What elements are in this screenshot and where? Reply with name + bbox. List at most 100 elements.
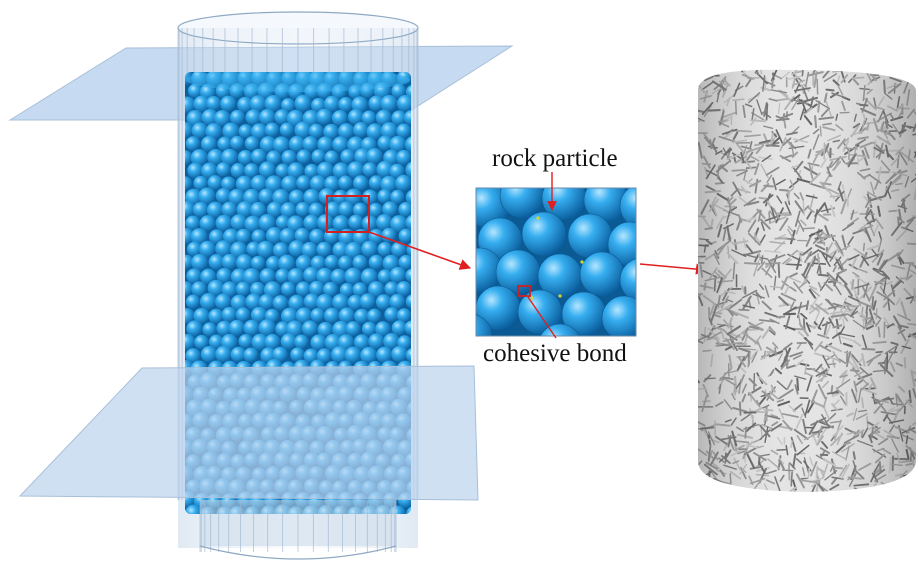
- particle: [244, 163, 260, 179]
- particle: [376, 214, 393, 231]
- particle: [287, 162, 305, 180]
- particle: [194, 334, 209, 350]
- particle: [391, 83, 407, 99]
- bond-point: [530, 296, 534, 300]
- particle: [264, 122, 280, 138]
- particle: [323, 123, 340, 140]
- particle: [215, 187, 232, 204]
- particle: [250, 306, 268, 324]
- zoom-particle: [476, 247, 503, 293]
- particle: [229, 109, 246, 125]
- zoom-particle: [567, 213, 613, 259]
- particle: [308, 123, 324, 139]
- particle: [391, 345, 408, 363]
- particle: [199, 292, 218, 311]
- particle: [368, 202, 383, 218]
- particle: [396, 149, 411, 166]
- particle: [266, 201, 284, 218]
- particle: [185, 122, 194, 139]
- particle: [220, 95, 237, 113]
- particle: [294, 334, 309, 350]
- particle: [288, 294, 305, 312]
- particle: [201, 109, 219, 126]
- particle: [390, 215, 408, 233]
- particle: [330, 345, 349, 364]
- particle: [389, 293, 406, 310]
- particle: [202, 322, 217, 337]
- particle: [316, 161, 334, 179]
- particle: [348, 214, 364, 230]
- particle: [405, 268, 411, 283]
- particle: [238, 334, 254, 349]
- particle: [310, 255, 327, 271]
- particle: [215, 345, 233, 363]
- particle: [208, 229, 225, 245]
- particle: [243, 319, 261, 337]
- particle: [322, 281, 339, 297]
- zoom-particle: [521, 211, 567, 257]
- particle: [377, 188, 393, 204]
- particle: [280, 281, 296, 297]
- particle: [389, 135, 407, 154]
- particle: [235, 228, 252, 244]
- particle: [332, 241, 350, 259]
- particle: [222, 122, 240, 140]
- particle: [338, 201, 354, 218]
- particle: [185, 228, 195, 245]
- particle: [250, 123, 268, 140]
- particle: [207, 175, 223, 191]
- particle: [391, 320, 408, 336]
- particle: [215, 240, 232, 258]
- particle: [347, 109, 364, 125]
- particle: [368, 333, 385, 350]
- particle: [353, 175, 369, 191]
- particle: [259, 268, 276, 285]
- particle: [345, 321, 361, 337]
- particle: [185, 215, 201, 231]
- particle: [290, 347, 305, 363]
- particle: [208, 334, 224, 350]
- particle: [382, 201, 399, 218]
- particle: [353, 334, 370, 351]
- particle: [301, 320, 319, 337]
- particle: [258, 214, 276, 232]
- particle: [338, 175, 353, 191]
- particle: [296, 175, 312, 191]
- particle: [332, 162, 350, 180]
- particle: [280, 202, 297, 219]
- particle: [223, 228, 240, 245]
- particle: [396, 123, 411, 139]
- zoom-particle: [540, 323, 580, 336]
- particle: [338, 307, 356, 324]
- particle: [275, 215, 291, 230]
- particle: [332, 215, 350, 232]
- particle: [368, 175, 384, 191]
- particle: [258, 161, 276, 179]
- zoom-arrow: [368, 231, 472, 270]
- particle: [390, 189, 405, 205]
- particle: [303, 214, 320, 231]
- particle: [294, 121, 312, 139]
- particle: [309, 228, 325, 245]
- particle: [361, 110, 377, 126]
- particle: [352, 228, 370, 246]
- zoom-particle: [619, 188, 636, 228]
- particle: [304, 163, 320, 179]
- particle: [295, 254, 313, 272]
- particle: [216, 320, 233, 337]
- particle: [237, 96, 254, 113]
- particle: [389, 266, 407, 284]
- particle: [396, 308, 411, 323]
- particle: [185, 254, 194, 270]
- particle: [185, 136, 201, 151]
- particle: [258, 188, 275, 205]
- particle: [200, 346, 218, 363]
- particle: [405, 294, 411, 309]
- particle: [352, 282, 368, 298]
- particle: [221, 201, 238, 218]
- particle: [258, 319, 276, 337]
- particle: [250, 201, 267, 219]
- particle: [275, 163, 291, 179]
- particle: [366, 148, 383, 165]
- particle: [324, 254, 340, 270]
